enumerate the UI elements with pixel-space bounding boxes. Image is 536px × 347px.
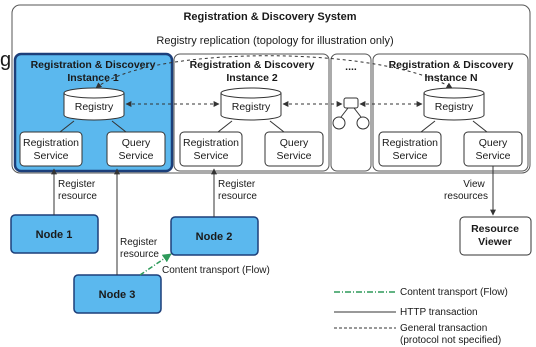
content-transport-label: Content transport (Flow) [162,265,270,276]
replication-arc [95,55,453,89]
cut-glyph: g [0,49,11,71]
instance-2: Registration & Discovery Instance 2 Regi… [173,53,330,172]
legend-flow-label: Content transport (Flow) [400,287,508,298]
node-2-register-label-1: Register [218,179,256,190]
instance-n-query-service-label-2: Service [475,150,510,162]
instance-1-title: Registration & Discovery [31,59,156,71]
node-1-register-label-1: Register [58,179,96,190]
instance-2-registration-service [179,131,243,167]
instance-n: Registration & Discovery Instance N Regi… [372,53,529,172]
view-resources-label-2: resources [444,191,488,202]
instance-n-subtitle: Instance N [424,72,477,84]
content-transport-arrow [139,253,172,276]
instance-n-registry: Registry [423,87,485,121]
instance-2-registration-service-label-2: Service [193,150,228,162]
instance-2-registry: Registry [220,87,282,121]
instance-n-title: Registration & Discovery [389,59,514,71]
node-1-register-label-2: resource [58,191,97,202]
intermediate-instances: .... [330,53,372,172]
instance-1-subtitle: Instance 1 [67,72,119,84]
instance-2-registry-label: Registry [232,101,271,113]
instance-1-query-service-label: Query [122,137,151,149]
node-2-register-label-2: resource [218,191,257,202]
instance-n-registration-service [378,131,442,167]
instance-1-registration-service-label: Registration [23,137,79,149]
instance-2-query-service [264,131,324,167]
instance-n-registration-service-label: Registration [382,137,438,149]
node-3-register-label-2: resource [120,249,159,260]
resource-viewer-label-2: Viewer [478,236,512,248]
instance-1-query-service-label-2: Service [118,150,153,162]
node-2-label: Node 2 [196,231,233,243]
node-3-register-label-1: Register [120,237,158,248]
instance-1-registry: Registry [63,87,125,121]
instance-1-query-service [106,131,166,167]
instance-2-title: Registration & Discovery [190,59,315,71]
legend-general-label-2: (protocol not specified) [400,335,501,346]
instance-2-subtitle: Instance 2 [226,72,278,84]
instance-n-registry-label: Registry [435,101,474,113]
resource-viewer-label-1: Resource [471,223,519,235]
instance-2-query-service-label-2: Service [276,150,311,162]
instance-n-query-service-label: Query [479,137,508,149]
replication-label: Registry replication (topology for illus… [156,35,393,47]
instance-2-registration-service-label: Registration [183,137,239,149]
legend: Content transport (Flow) HTTP transactio… [334,287,508,346]
system-title: Registration & Discovery System [183,11,356,23]
instance-1-registration-service [19,131,83,167]
instance-1-registration-service-label-2: Service [33,150,68,162]
resource-viewer-box [459,216,532,256]
instance-n-registration-service-label-2: Service [392,150,427,162]
ellipsis-label: .... [345,61,357,73]
view-resources-label-1: View [463,179,485,190]
network-icon [332,97,370,130]
instance-1: Registration & Discovery Instance 1 Regi… [13,52,174,173]
replication-links [95,55,453,107]
instance-1-registry-label: Registry [75,101,114,113]
node-1-label: Node 1 [36,229,73,241]
http-arrows [51,166,496,275]
legend-general-label-1: General transaction [400,323,487,334]
instance-2-query-service-label: Query [280,137,309,149]
legend-http-label: HTTP transaction [400,307,478,318]
node-3-label: Node 3 [99,289,136,301]
